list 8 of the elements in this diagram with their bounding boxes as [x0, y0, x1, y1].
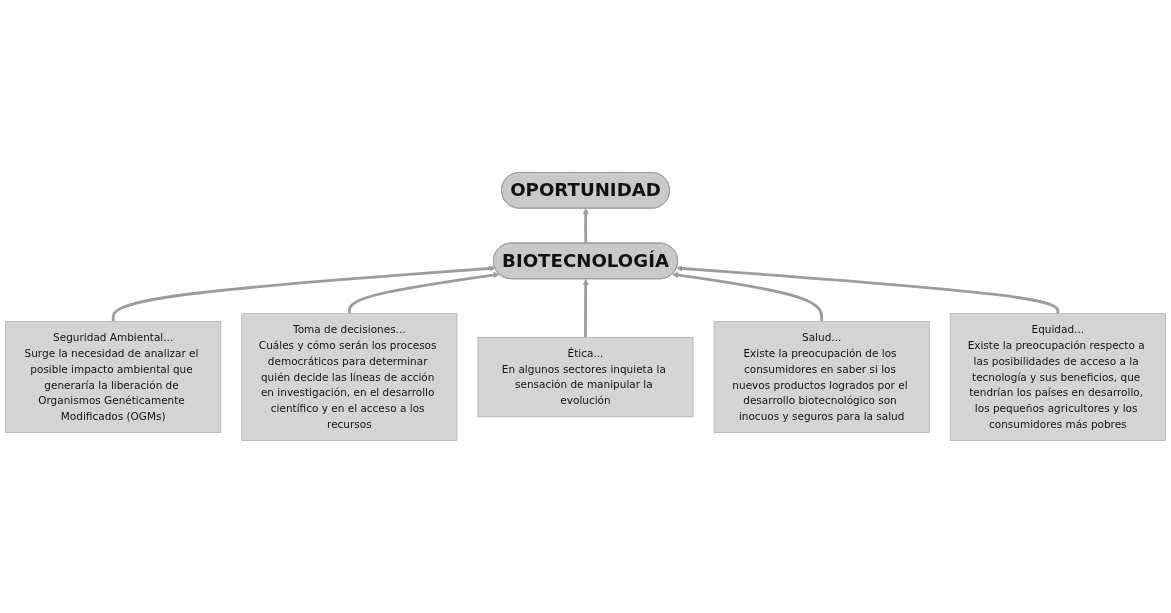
arrow	[582, 278, 589, 338]
node-box: Ética... En algunos sectores inquieta la sensación de manipular la evolución	[477, 336, 694, 418]
node-box: Salud... Existe la preocupación de los consumidores en saber si los nuevos productos logrados por el desarrollo biotecnológico son inocuos y seguros para la salud	[713, 321, 930, 433]
arrow	[582, 208, 589, 244]
node-box: Seguridad Ambiental... Surge la necesidad de analizar el posible impacto ambiental que generaría la liberación de Organismos Genéticamente Modificados (OGMs)	[5, 321, 222, 433]
node-box: Toma de decisiones... Cuáles y cómo serán los procesos democráticos para determinar quién decide las líneas de acción en investigación, en el desarrollo científico y en el acceso a los recursos	[241, 313, 458, 441]
arrow	[672, 271, 824, 322]
node-box: Equidad... Existe la preocupación respecto a las posibilidades de acceso a la tecnología y sus beneficios, que tendrían los países en desarrollo, los pequeños agricultores y los consumidores más pobres	[949, 313, 1166, 441]
